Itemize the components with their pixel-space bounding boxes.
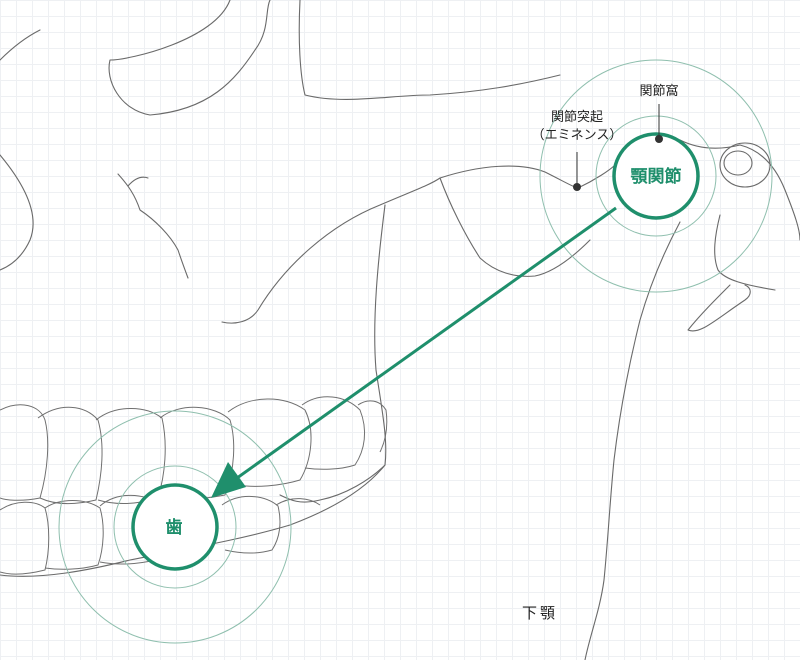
maxilla-small-line: [117, 173, 189, 279]
connection-arrow: [211, 206, 617, 498]
fossa-label: 関節窩: [639, 83, 678, 99]
tooth-outline: [95, 408, 166, 504]
tooth-outline: [221, 495, 281, 554]
mandible-ramus-front: [279, 204, 387, 503]
arrow-head: [211, 462, 246, 498]
tooth-outline: [227, 398, 312, 487]
tooth-outline: [357, 400, 388, 453]
mandible-ramus-back: [584, 221, 681, 660]
cheek-notch: [127, 176, 149, 187]
coronoid: [439, 177, 591, 277]
tooth-outline: [0, 404, 49, 501]
upper-teeth: [0, 396, 388, 504]
zygomatic-arch: [221, 164, 616, 324]
tmj-ring: [612, 132, 700, 220]
tooth-outline: [301, 396, 366, 470]
cranium-contour: [0, 0, 271, 116]
tooth-label: 歯: [166, 517, 183, 538]
arrow-line: [229, 206, 617, 485]
ear-canal: [719, 142, 771, 188]
tmj-label: 顎関節: [631, 166, 682, 187]
tooth-outline: [37, 406, 103, 504]
nasal-contour: [0, 154, 34, 271]
ear-canal-inner: [723, 150, 753, 176]
mastoid: [714, 214, 776, 291]
tooth-halo-inner: [113, 465, 237, 589]
tooth-halo-outer: [58, 410, 292, 644]
eminence-label-line2: （エミネンス）: [532, 128, 623, 143]
tooth-outline: [44, 500, 104, 570]
eminence-dot: [573, 183, 581, 191]
tooth-outline: [275, 498, 321, 506]
lower-teeth: [0, 494, 321, 575]
mandible-label: 下顎: [522, 604, 558, 622]
styloid: [687, 284, 751, 332]
orbit-rim: [298, 0, 561, 100]
tmj-halo-inner: [595, 115, 717, 237]
tmj-halo-outer: [539, 59, 773, 293]
eminence-label-line1: 関節突起: [551, 109, 603, 125]
condyle-back: [679, 139, 800, 241]
tooth-outline: [0, 501, 50, 575]
tooth-ring: [131, 483, 219, 571]
fossa-dot: [655, 135, 663, 143]
